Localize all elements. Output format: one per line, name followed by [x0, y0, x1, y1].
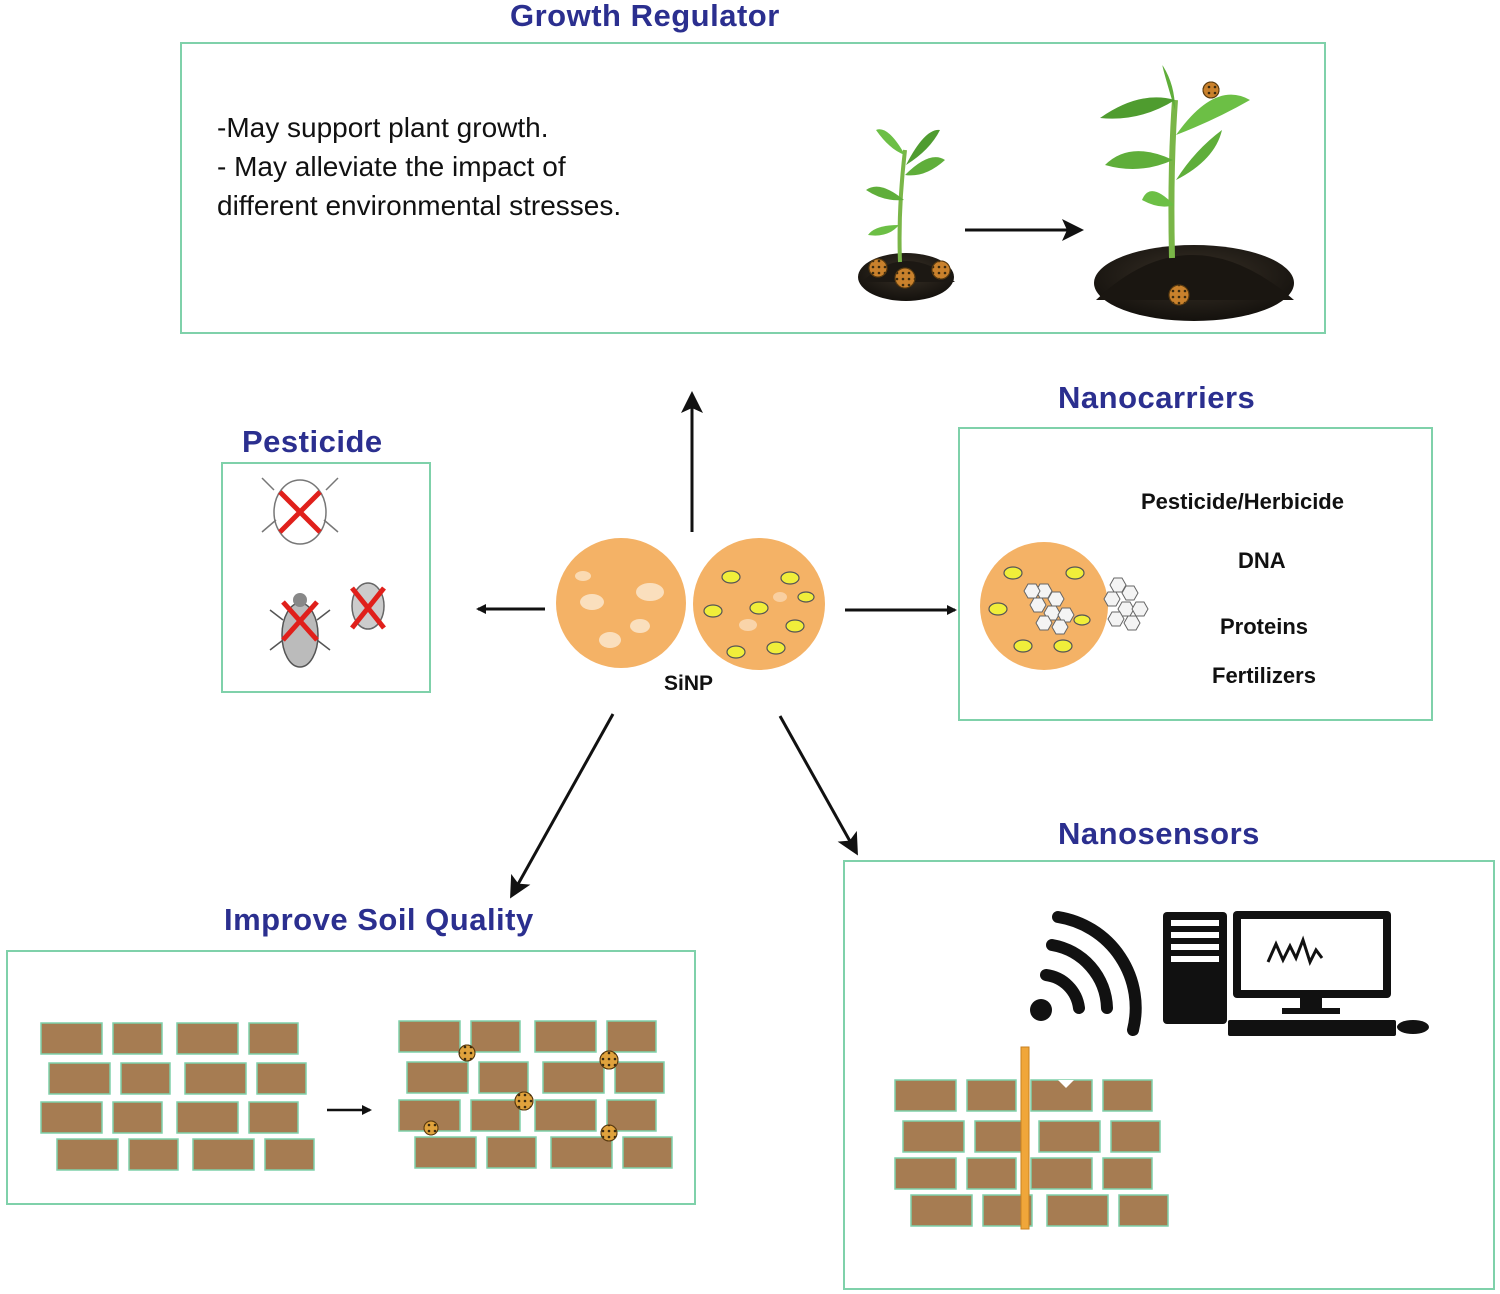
description-line: -May support plant growth.	[217, 112, 549, 143]
description-line: - May alleviate the impact of	[217, 151, 566, 182]
free-cargo-cluster	[1103, 577, 1149, 631]
beetle-icon	[269, 593, 331, 668]
computer-icon	[1163, 911, 1429, 1036]
arrow-to-nanosensors	[778, 715, 858, 856]
nanosensors-title: Nanosensors	[1058, 816, 1260, 851]
small-seedling-image	[858, 129, 955, 301]
signal-notch	[1058, 1080, 1074, 1088]
soil-before	[40, 1022, 315, 1171]
large-plant-image	[1094, 65, 1294, 321]
soil-nanoparticles	[423, 1044, 619, 1142]
insect-icon	[261, 477, 339, 545]
soil-after	[398, 1020, 673, 1169]
cargo-pesticide-herbicide: Pesticide/Herbicide	[1141, 489, 1344, 514]
cargo-fertilizers: Fertilizers	[1212, 663, 1316, 688]
cargo-proteins: Proteins	[1220, 614, 1309, 639]
sinp-particle-plain	[556, 538, 686, 668]
bug-icon	[350, 582, 386, 630]
nanocarriers-title: Nanocarriers	[1058, 380, 1256, 415]
nanosensor-probe	[1020, 1046, 1030, 1230]
growth-regulator-description: -May support plant growth. - May allevia…	[217, 108, 621, 225]
loaded-nanocarrier	[980, 542, 1108, 670]
sinp-particle-loaded	[693, 538, 825, 670]
cargo-dna: DNA	[1238, 548, 1286, 573]
soil-title: Improve Soil Quality	[224, 902, 534, 937]
sinp-label: SiNP	[664, 672, 714, 695]
growth-regulator-title: Growth Regulator	[510, 0, 780, 33]
wifi-signal-icon	[1030, 911, 1142, 1036]
soil-nanoparticle	[868, 258, 951, 289]
arrow-to-soil	[510, 713, 615, 899]
description-line: different environmental stresses.	[217, 190, 622, 221]
pesticide-title: Pesticide	[242, 424, 383, 459]
pesticide-panel	[221, 462, 431, 693]
sensor-soil	[894, 1079, 1169, 1227]
cargo-cluster	[1023, 583, 1075, 635]
